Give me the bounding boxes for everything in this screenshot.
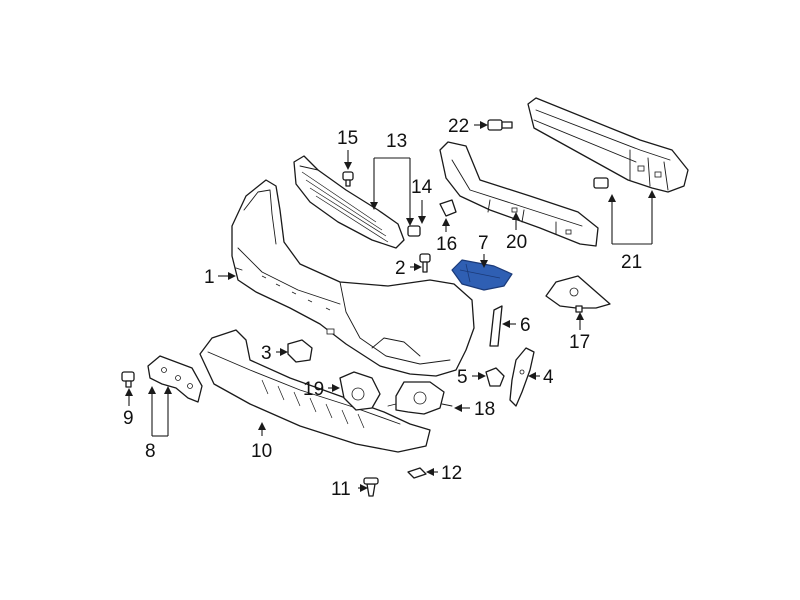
part-3-tow-hook-cap (287, 339, 313, 363)
callout-labels: 1 2 3 4 5 6 7 8 9 10 11 12 13 14 15 16 1… (123, 116, 642, 500)
callout-16: 16 (436, 234, 457, 255)
callout-20: 20 (506, 232, 527, 253)
part-22-bolt (487, 119, 513, 131)
callout-7: 7 (478, 233, 489, 254)
callout-22: 22 (448, 116, 469, 137)
callout-21: 21 (621, 252, 642, 273)
callout-2: 2 (395, 258, 406, 279)
callout-12: 12 (441, 463, 462, 484)
callout-6: 6 (520, 315, 531, 336)
part-4-side-bracket (509, 347, 535, 407)
part-17-bracket (545, 275, 611, 313)
callout-3: 3 (261, 343, 272, 364)
part-10-lower-cover (199, 329, 431, 453)
part-11-screw (363, 477, 379, 497)
leader-lines (125, 121, 656, 492)
callout-1: 1 (204, 267, 215, 288)
part-21-reinforcement-beam (527, 97, 689, 193)
part-20-energy-absorber (439, 141, 599, 247)
part-21-bolt (593, 177, 609, 189)
callout-18: 18 (474, 399, 495, 420)
callout-13: 13 (386, 131, 407, 152)
callout-17: 17 (569, 332, 590, 353)
callout-10: 10 (251, 441, 272, 462)
part-6-strip (489, 305, 503, 347)
part-1-bumper-cover (231, 179, 475, 377)
part-2-bolt (419, 253, 431, 273)
part-18-fog-lamp-bracket (387, 381, 453, 415)
callout-4: 4 (543, 367, 554, 388)
part-8-bracket (147, 355, 203, 403)
callout-14: 14 (411, 177, 433, 198)
callout-9: 9 (123, 408, 134, 429)
part-16-clip (439, 199, 457, 217)
part-15-bolt (342, 171, 354, 187)
callout-11: 11 (331, 479, 351, 500)
callout-8: 8 (145, 441, 156, 462)
callout-19: 19 (303, 379, 324, 400)
part-12-nut (407, 467, 427, 479)
callout-15: 15 (337, 128, 358, 149)
part-13-grille (293, 155, 405, 249)
part-19-fog-lamp-bracket (339, 371, 381, 411)
part-9-bolt (121, 371, 135, 388)
callout-5: 5 (457, 367, 468, 388)
part-7-bracket-highlighted (451, 259, 513, 291)
part-14-bolt (407, 225, 421, 237)
part-5-clip (485, 367, 505, 387)
